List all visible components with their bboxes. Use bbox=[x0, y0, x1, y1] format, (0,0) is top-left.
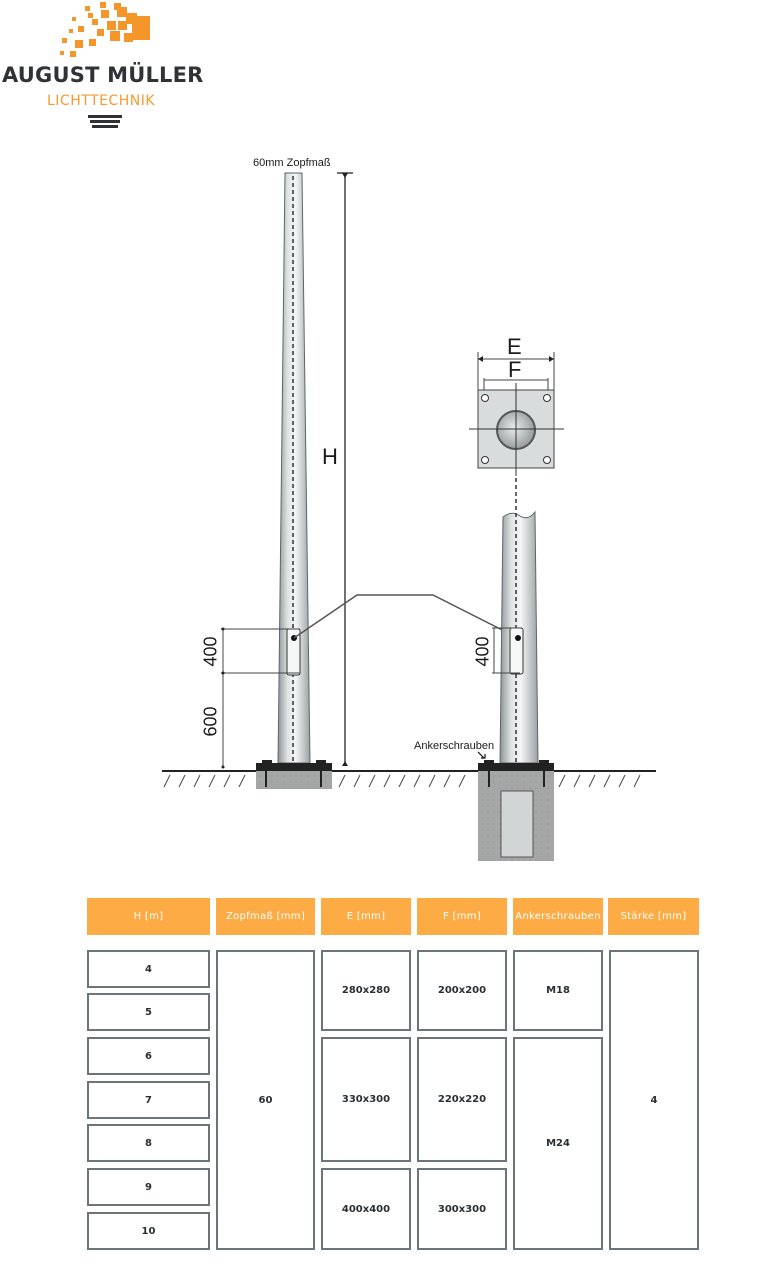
anchor-cell: M18 bbox=[513, 950, 603, 1031]
logo-squares-icon bbox=[60, 2, 150, 57]
anchor-bolts-label: Ankerschrauben bbox=[414, 740, 495, 752]
pole-drawing-svg bbox=[162, 172, 656, 861]
zopfmass-label: 60mm Zopfmaß bbox=[253, 157, 331, 169]
height-cell: 9 bbox=[87, 1168, 210, 1206]
plate-f-label: F bbox=[508, 357, 522, 382]
base-plate-top-view bbox=[469, 352, 564, 476]
ground-line bbox=[162, 770, 656, 788]
e-cell: 400x400 bbox=[321, 1168, 411, 1250]
f-cell: 220x220 bbox=[417, 1037, 507, 1162]
dim-400-left-label: 400 bbox=[200, 636, 221, 667]
e-cell: 280x280 bbox=[321, 950, 411, 1031]
height-cell: 10 bbox=[87, 1212, 210, 1250]
zopfmass-cell: 60 bbox=[216, 950, 315, 1250]
height-cell: 8 bbox=[87, 1124, 210, 1162]
staerke-cell: 4 bbox=[609, 950, 699, 1250]
e-cell: 330x300 bbox=[321, 1037, 411, 1162]
header-anchors: Ankerschrauben bbox=[513, 898, 603, 935]
height-cell: 4 bbox=[87, 950, 210, 988]
header-e: E [mm] bbox=[321, 898, 411, 935]
f-cell: 300x300 bbox=[417, 1168, 507, 1250]
plate-e-label: E bbox=[507, 334, 522, 359]
right-pole bbox=[477, 478, 554, 861]
header-height: H [m] bbox=[87, 898, 210, 935]
height-h-label: H bbox=[322, 444, 338, 469]
logo-lines-icon bbox=[88, 115, 122, 128]
company-logo: AUGUST MÜLLER LICHTTECHNIK bbox=[0, 0, 220, 140]
left-pole bbox=[256, 172, 332, 789]
dim-400-right-label: 400 bbox=[472, 636, 493, 667]
logo-subtitle: LICHTTECHNIK bbox=[47, 93, 156, 109]
logo-title: AUGUST MÜLLER bbox=[2, 63, 204, 87]
height-cell: 5 bbox=[87, 993, 210, 1031]
height-cell: 6 bbox=[87, 1037, 210, 1075]
header-f: F [mm] bbox=[417, 898, 507, 935]
dim-600-label: 600 bbox=[200, 706, 221, 737]
f-cell: 200x200 bbox=[417, 950, 507, 1031]
height-cell: 7 bbox=[87, 1081, 210, 1119]
header-staerke: Stärke [mm] bbox=[608, 898, 699, 935]
anchor-cell: M24 bbox=[513, 1037, 603, 1250]
header-zopfmass: Zopfmaß [mm] bbox=[216, 898, 315, 935]
pole-technical-drawing bbox=[0, 140, 768, 880]
